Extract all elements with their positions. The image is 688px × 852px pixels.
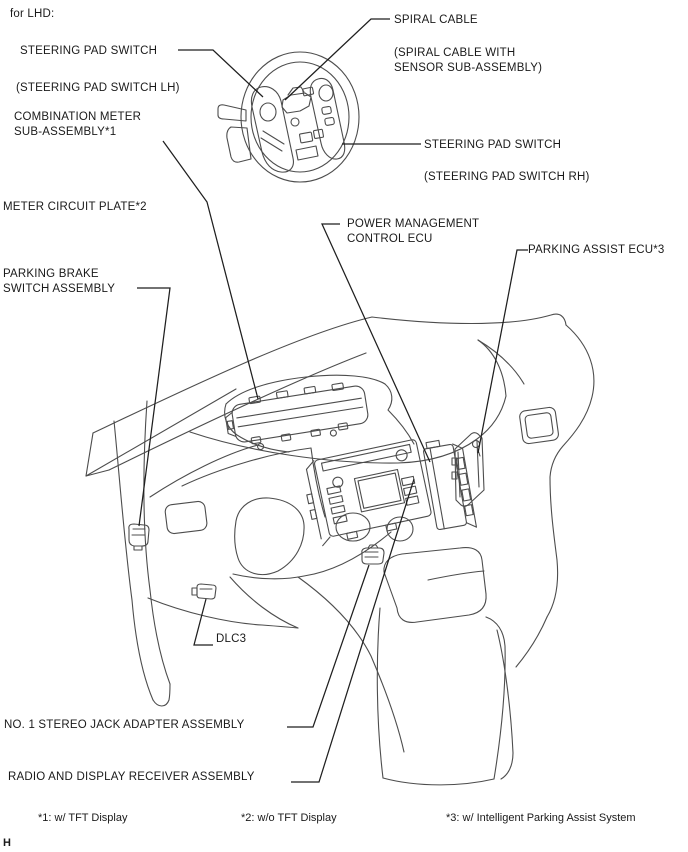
leader-steering-pad-switch-lh xyxy=(178,49,264,98)
turn-signal-stalk-icon xyxy=(217,104,252,163)
glove-box-panel xyxy=(519,406,559,445)
center-console xyxy=(232,512,514,786)
steering-wheel xyxy=(217,51,360,183)
label-combination-meter-line1: COMBINATION METER xyxy=(14,111,142,123)
page-marker: H xyxy=(3,837,11,849)
leader-combination-meter xyxy=(162,140,259,400)
label-parking-brake-line1: PARKING BRAKE xyxy=(3,268,99,280)
footnote-intelligent-parking: *3: w/ Intelligent Parking Assist System xyxy=(446,812,636,824)
footnote-no-tft-display: *2: w/o TFT Display xyxy=(241,812,337,824)
label-meter-circuit-plate: METER CIRCUIT PLATE*2 xyxy=(3,201,147,213)
label-steering-pad-switch-lh: STEERING PAD SWITCH xyxy=(20,45,158,57)
radio-display-screen xyxy=(353,468,406,513)
leader-spiral-cable xyxy=(284,18,390,101)
label-spiral-cable-sub1: (SPIRAL CABLE WITH xyxy=(394,47,516,59)
dlc3-connector xyxy=(191,583,217,600)
parking-assist-ecu-bolt-icon xyxy=(471,439,481,449)
leader-radio-receiver xyxy=(291,478,415,783)
diagram-title: for LHD: xyxy=(10,8,55,20)
label-spiral-cable-sub2: SENSOR SUB-ASSEMBLY) xyxy=(394,62,543,74)
leader-parking-brake-switch xyxy=(137,287,171,527)
steering-pad-switch-rh-pod xyxy=(309,77,346,160)
label-parking-brake-line2: SWITCH ASSEMBLY xyxy=(3,283,116,295)
label-combination-meter-line2: SUB-ASSEMBLY*1 xyxy=(14,126,117,138)
label-power-management-line2: CONTROL ECU xyxy=(347,233,433,245)
leader-stereo-jack xyxy=(287,564,370,728)
radio-receiver-unit xyxy=(305,439,432,547)
steering-wheel-rim-inner xyxy=(250,61,350,173)
label-stereo-jack: NO. 1 STEREO JACK ADAPTER ASSEMBLY xyxy=(4,719,245,731)
stereo-jack-adapter-connector xyxy=(361,544,385,565)
leader-lines xyxy=(137,18,528,783)
shift-knob-cutout xyxy=(335,512,371,542)
label-radio-receiver: RADIO AND DISPLAY RECEIVER ASSEMBLY xyxy=(8,771,255,783)
steering-wheel-rim-outer xyxy=(240,51,360,183)
label-spiral-cable: SPIRAL CABLE xyxy=(394,14,478,26)
radio-knob-left xyxy=(332,476,344,488)
label-dlc3: DLC3 xyxy=(216,633,247,645)
label-parking-assist-ecu: PARKING ASSIST ECU*3 xyxy=(528,244,665,256)
label-steering-pad-switch-rh: STEERING PAD SWITCH xyxy=(424,139,562,151)
radio-knob-right xyxy=(395,449,408,462)
parking-brake-switch-connector xyxy=(128,523,150,551)
label-power-management-line1: POWER MANAGEMENT xyxy=(347,218,480,230)
steering-pad-switch-lh-pod xyxy=(250,86,294,173)
dashboard-outline xyxy=(85,313,595,707)
label-steering-pad-switch-lh-sub: (STEERING PAD SWITCH LH) xyxy=(16,82,180,94)
spiral-cable-hub xyxy=(281,86,325,161)
power-management-control-ecu xyxy=(423,439,477,531)
leader-parking-assist-ecu xyxy=(477,249,528,454)
leader-power-management-ecu xyxy=(321,223,431,463)
footnote-tft-display: *1: w/ TFT Display xyxy=(38,812,128,824)
combination-meter xyxy=(225,382,369,451)
leader-dlc3 xyxy=(193,598,213,646)
label-steering-pad-switch-rh-sub: (STEERING PAD SWITCH RH) xyxy=(424,171,590,183)
